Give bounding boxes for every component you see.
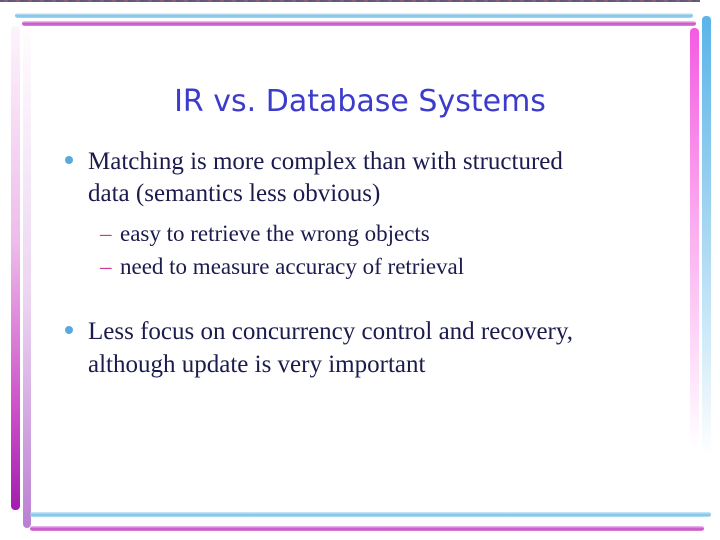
left-magenta-border-bar [11, 26, 20, 510]
bullet-dot-icon [65, 326, 73, 334]
right-blue-border-bar [702, 16, 711, 456]
top-magenta-border-line [22, 21, 696, 26]
slide-title: IR vs. Database Systems [174, 84, 546, 119]
top-blue-border-line [15, 13, 693, 18]
bullet-line: data (semantics less obvious) [88, 180, 381, 207]
right-magenta-border-bar [690, 28, 699, 448]
bullet-line: although update is very important [88, 351, 426, 378]
bottom-magenta-border-line [30, 526, 704, 531]
sub-bullet-item: –easy to retrieve the wrong objects [100, 219, 430, 249]
sub-bullet-item: –need to measure accuracy of retrieval [100, 252, 464, 282]
bullet-line: Matching is more complex than with struc… [88, 148, 563, 175]
bottom-blue-border-line [30, 512, 711, 517]
top-edge-dark-line [0, 0, 700, 2]
left-lavender-border-bar [23, 26, 31, 528]
sub-bullet-line: easy to retrieve the wrong objects [120, 221, 430, 246]
bullet-item: Matching is more complex than with struc… [88, 146, 563, 210]
bullet-dot-icon [65, 156, 73, 164]
sub-bullet-line: need to measure accuracy of retrieval [120, 254, 465, 279]
dash-icon: – [100, 221, 112, 246]
bullet-line: Less focus on concurrency control and re… [88, 318, 573, 345]
dash-icon: – [100, 254, 112, 279]
bullet-item: Less focus on concurrency control and re… [88, 315, 573, 381]
